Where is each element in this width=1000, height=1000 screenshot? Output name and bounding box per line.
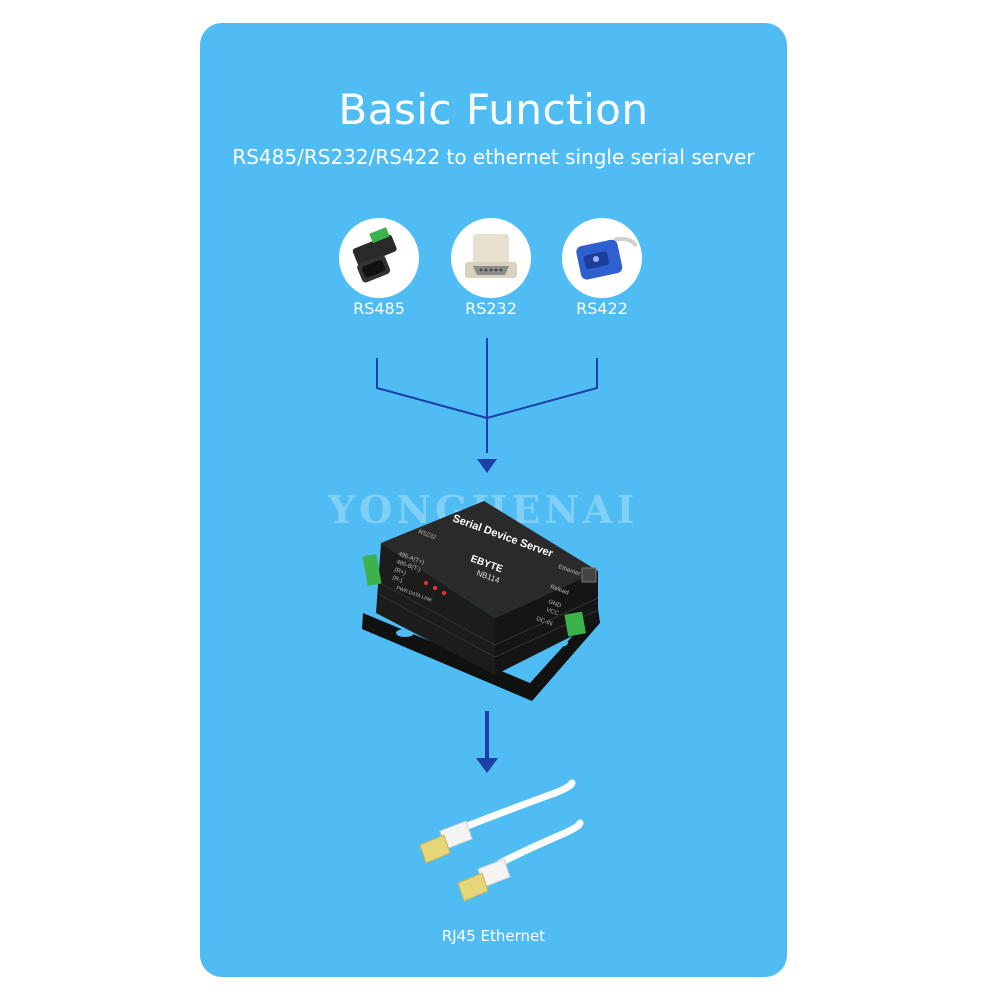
rs422-usb-adapter-icon xyxy=(562,218,642,298)
device-rx-label: (R+) xyxy=(393,567,406,577)
down-arrow-to-ethernet xyxy=(476,758,498,773)
device-dcin-label: DC-IN xyxy=(535,616,553,627)
flow-arrows xyxy=(376,338,598,773)
rs485-flow-line xyxy=(376,358,488,419)
page-subtitle: RS485/RS232/RS422 to ethernet single ser… xyxy=(232,145,755,169)
serial-device-server: Serial Device Server EBYTE NB114 RS232 E… xyxy=(362,501,600,701)
rs232-label: RS232 xyxy=(465,299,517,318)
page-title: Basic Function xyxy=(338,85,649,134)
rs485-adapter-icon xyxy=(339,218,419,298)
rs422-flow-line xyxy=(486,358,598,419)
down-arrow-to-device xyxy=(477,459,497,473)
rj45-cable-icon xyxy=(419,779,584,902)
ethernet-label: RJ45 Ethernet xyxy=(441,927,546,945)
device-rxm-label: (R-) xyxy=(391,575,403,584)
device-vcc-label: VCC xyxy=(545,607,560,617)
device-gnd-label: GND xyxy=(547,599,562,609)
rs422-label: RS422 xyxy=(576,299,628,318)
rs485-label: RS485 xyxy=(353,299,405,318)
rs232-connector-icon xyxy=(451,218,531,298)
function-card: Basic Function RS485/RS232/RS422 to ethe… xyxy=(200,23,787,977)
